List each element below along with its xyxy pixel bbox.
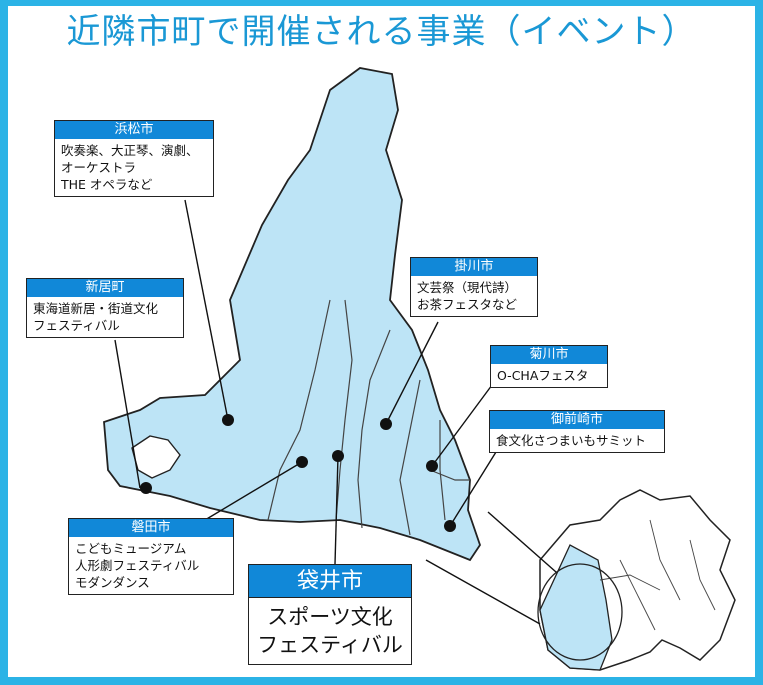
marker-kikugawa (426, 460, 438, 472)
label-kikugawa: 菊川市 O-CHAフェスタ (490, 345, 608, 388)
marker-fukuroi (332, 450, 344, 462)
map-title: 近隣市町で開催される事業（イベント） (66, 12, 697, 52)
label-kikugawa-events: O-CHAフェスタ (497, 368, 589, 383)
label-fukuroi-name: 袋井市 (248, 564, 412, 598)
inset-highlight-circle (537, 563, 623, 661)
marker-hamamatsu (222, 414, 234, 426)
inset-prefecture-map (537, 489, 736, 671)
label-arai-name: 新居町 (27, 279, 183, 297)
label-kakegawa: 掛川市 文芸祭（現代詩） お茶フェスタなど (410, 257, 538, 317)
western-shizuoka-land (103, 67, 481, 562)
marker-arai (140, 482, 152, 494)
label-kakegawa-events: 文芸祭（現代詩） お茶フェスタなど (417, 280, 518, 312)
label-fukuroi: 袋井市 スポーツ文化 フェスティバル (248, 564, 412, 665)
municipal-boundaries (267, 299, 470, 536)
marker-omaezaki (444, 520, 456, 532)
marker-iwata (296, 456, 308, 468)
label-kakegawa-name: 掛川市 (411, 258, 537, 276)
label-hamamatsu-name: 浜松市 (55, 121, 213, 139)
title-bar (0, 0, 763, 62)
event-markers (140, 414, 456, 532)
lake-hamana (131, 435, 181, 479)
label-arai-events: 東海道新居・街道文化 フェスティバル (33, 301, 159, 333)
label-iwata-name: 磐田市 (69, 519, 233, 537)
label-arai: 新居町 東海道新居・街道文化 フェスティバル (26, 278, 184, 338)
leader-lines (114, 199, 557, 625)
label-hamamatsu: 浜松市 吹奏楽、大正琴、演劇、 オーケストラ THE オペラなど (54, 120, 214, 197)
label-omaezaki-events: 食文化さつまいもサミット (496, 433, 647, 448)
label-hamamatsu-events: 吹奏楽、大正琴、演劇、 オーケストラ THE オペラなど (61, 143, 199, 192)
label-fukuroi-events: スポーツ文化 フェスティバル (248, 598, 412, 665)
label-omaezaki-name: 御前崎市 (490, 411, 664, 429)
label-iwata: 磐田市 こどもミュージアム 人形劇フェスティバル モダンダンス (68, 518, 234, 595)
marker-kakegawa (380, 418, 392, 430)
label-omaezaki: 御前崎市 食文化さつまいもサミット (489, 410, 665, 453)
label-iwata-events: こどもミュージアム 人形劇フェスティバル モダンダンス (75, 541, 200, 590)
label-kikugawa-name: 菊川市 (491, 346, 607, 364)
